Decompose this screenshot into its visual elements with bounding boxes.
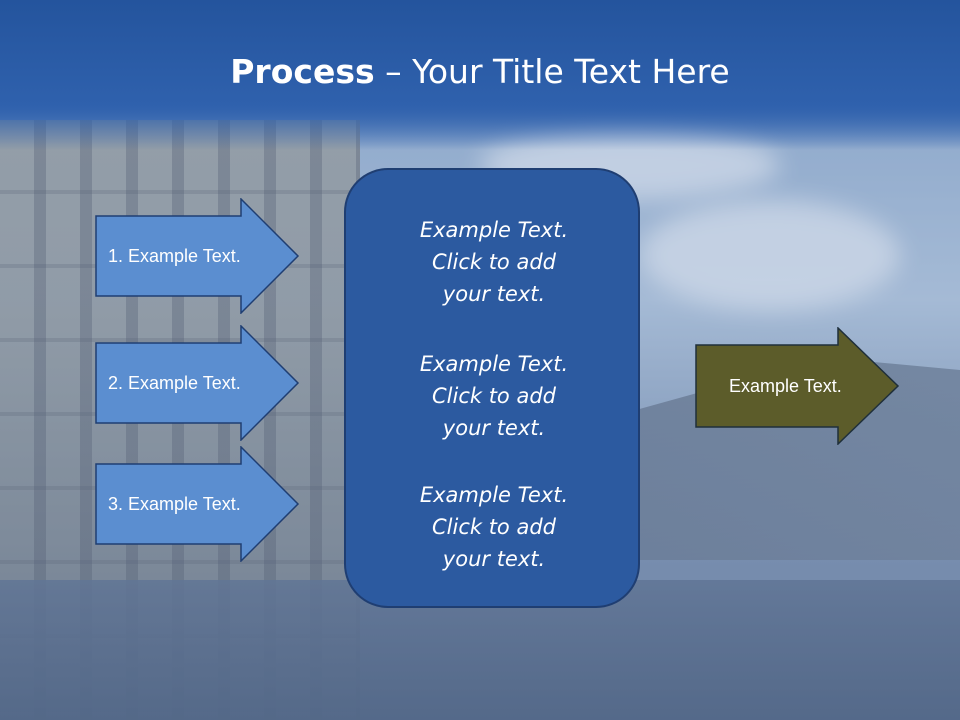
center-paragraph-2: Example Text. Click to add your text. (419, 352, 569, 440)
background-cloud (640, 200, 900, 310)
step-arrow-1[interactable]: 1. Example Text. (95, 198, 300, 314)
center-paragraph-1: Example Text. Click to add your text. (419, 218, 569, 306)
step-arrow-2[interactable]: 2. Example Text. (95, 325, 300, 441)
title-rest: – Your Title Text Here (374, 52, 730, 91)
step-label-2: 2. Example Text. (108, 372, 241, 393)
arrow-shape (95, 446, 300, 562)
step-label-1: 1. Example Text. (108, 245, 241, 266)
center-text-box[interactable]: Example Text. Click to add your text. Ex… (344, 168, 640, 608)
slide-title[interactable]: Process – Your Title Text Here (0, 52, 960, 91)
arrow-shape (95, 325, 300, 441)
output-label: Example Text. (729, 375, 842, 396)
output-arrow[interactable]: Example Text. (695, 327, 900, 445)
step-arrow-3[interactable]: 3. Example Text. (95, 446, 300, 562)
step-label-3: 3. Example Text. (108, 493, 241, 514)
arrow-shape (95, 198, 300, 314)
arrow-shape (695, 327, 900, 445)
title-bar (0, 0, 960, 150)
center-paragraph-3: Example Text. Click to add your text. (419, 483, 569, 571)
title-bold: Process (230, 52, 375, 91)
